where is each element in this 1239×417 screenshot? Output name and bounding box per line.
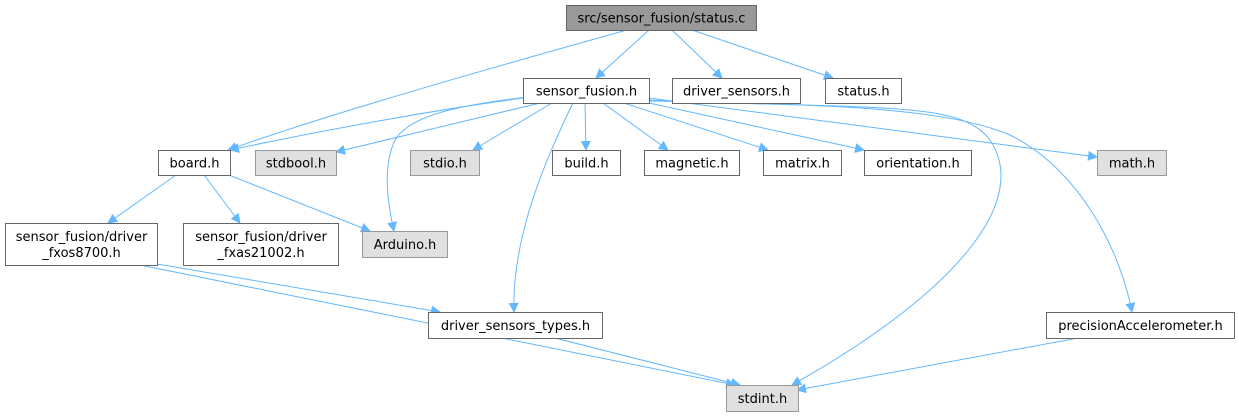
node-driver_sensors_h[interactable]: driver_sensors.h (672, 78, 801, 104)
node-box (672, 78, 801, 104)
node-label: stdbool.h (266, 157, 326, 172)
node-label: stdint.h (738, 392, 787, 407)
edge-sensor_fusion_h-to-math_h (648, 97, 1098, 161)
node-label: board.h (170, 157, 220, 172)
node-box (644, 150, 740, 176)
edge-sensor_fusion_h-to-build_h (580, 102, 591, 151)
node-board_h[interactable]: board.h (158, 150, 231, 176)
edge-sensor_fusion_h-to-orientation_h (648, 102, 865, 153)
node-label: _fxas21002.h (216, 246, 304, 261)
node-box (825, 78, 902, 104)
node-status_h[interactable]: status.h (825, 78, 902, 104)
node-box (362, 231, 448, 258)
node-box (523, 78, 650, 104)
node-magnetic_h[interactable]: magnetic.h (644, 150, 740, 176)
node-label: stdio.h (423, 157, 467, 172)
node-label: magnetic.h (655, 157, 728, 172)
node-box (1046, 312, 1235, 339)
node-box (726, 385, 799, 412)
node-box (763, 150, 842, 176)
edge-status_c-to-status_h (691, 29, 834, 80)
edge-board_h-to-arduino_h (228, 174, 371, 233)
edge-sensor_fusion_h-to-magnetic_h (602, 102, 669, 151)
node-stdint_h: stdint.h (726, 385, 799, 412)
edge-board_h-to-fxos8700_h (107, 174, 177, 224)
node-label: Arduino.h (374, 238, 436, 253)
node-box (5, 223, 158, 266)
node-label: status.h (837, 85, 889, 100)
edge-sensor_fusion_h-to-stdint_h (648, 99, 1002, 386)
node-label: sensor_fusion.h (536, 85, 637, 100)
node-label: sensor_fusion/driver (16, 230, 148, 245)
node-label: orientation.h (876, 157, 959, 172)
node-label: matrix.h (775, 157, 830, 172)
edge-sensor_fusion_h-to-stdbool_h (335, 102, 541, 155)
node-label: driver_sensors.h (683, 85, 790, 100)
edge-sensor_fusion_h-to-precision_accel_h (648, 100, 1136, 313)
node-math_h: math.h (1097, 150, 1167, 176)
node-stdbool_h: stdbool.h (255, 150, 337, 176)
node-label: src/sensor_fusion/status.c (578, 12, 746, 27)
node-label: driver_sensors_types.h (441, 319, 590, 334)
edge-precision_accel_h-to-stdint_h (796, 337, 1079, 394)
node-fxos8700_h[interactable]: sensor_fusion/driver_fxos8700.h (5, 223, 158, 266)
node-box (255, 150, 337, 176)
edge-sensor_fusion_h-to-matrix_h (623, 102, 769, 152)
edge-driver_sensors_types_h-to-stdint_h (554, 337, 741, 388)
node-arduino_h: Arduino.h (362, 231, 448, 258)
node-label: precisionAccelerometer.h (1058, 319, 1223, 334)
node-driver_sensors_types_h[interactable]: driver_sensors_types.h (428, 312, 603, 339)
node-matrix_h[interactable]: matrix.h (763, 150, 842, 176)
edges-layer (107, 29, 1136, 394)
node-box (864, 150, 972, 176)
edge-status_c-to-driver_sensors_h (671, 29, 723, 79)
edge-sensor_fusion_h-to-arduino_h (386, 96, 529, 232)
edge-status_c-to-sensor_fusion_h (595, 29, 650, 79)
node-box (410, 150, 480, 176)
node-label: math.h (1109, 157, 1155, 172)
node-box (183, 223, 339, 266)
node-box (566, 5, 757, 31)
edge-board_h-to-fxas21002_h (203, 174, 241, 224)
node-sensor_fusion_h[interactable]: sensor_fusion.h (523, 78, 650, 104)
node-status_c[interactable]: src/sensor_fusion/status.c (566, 5, 757, 31)
edge-status_c-to-board_h (227, 29, 628, 152)
node-box (158, 150, 231, 176)
node-fxas21002_h[interactable]: sensor_fusion/driver_fxas21002.h (183, 223, 339, 266)
node-box (552, 150, 621, 176)
node-box (1097, 150, 1167, 176)
node-stdio_h: stdio.h (410, 150, 480, 176)
nodes-layer: src/sensor_fusion/status.c sensor_fusion.… (5, 5, 1235, 412)
edge-fxos8700_h-to-driver_sensors_types_h (156, 263, 441, 316)
node-build_h[interactable]: build.h (552, 150, 621, 176)
edge-sensor_fusion_h-to-driver_sensors_types_h (508, 102, 574, 313)
node-label: sensor_fusion/driver (195, 230, 327, 245)
edge-sensor_fusion_h-to-stdio_h (472, 102, 553, 151)
node-label: build.h (564, 157, 608, 172)
node-label: _fxos8700.h (41, 246, 121, 261)
node-box (428, 312, 603, 339)
node-precision_accel_h[interactable]: precisionAccelerometer.h (1046, 312, 1235, 339)
node-orientation_h[interactable]: orientation.h (864, 150, 972, 176)
